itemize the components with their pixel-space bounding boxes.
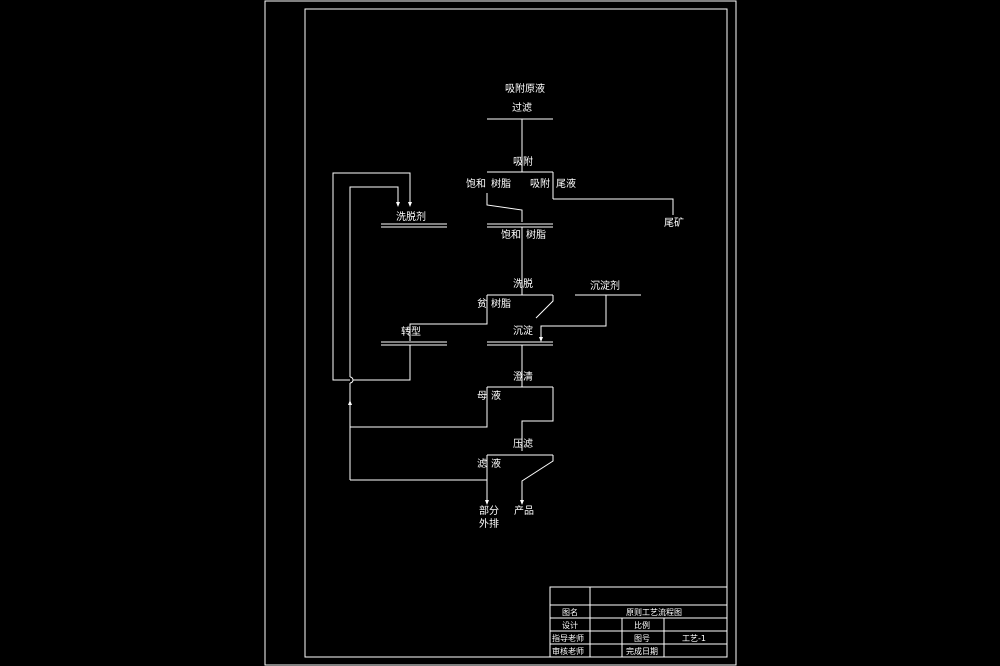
title-block: 图名 原则工艺流程图 设计 比例 指导老师 图号 工艺-1 审核老师 完成日期 [549,586,728,658]
saturated-resin-2-right: 树脂 [526,228,546,241]
adsorption-tail-left: 吸附 [530,177,550,190]
clarify-label: 澄清 [513,370,533,383]
filtrate-right: 液 [491,457,501,470]
drawing-no: 工艺-1 [682,634,706,643]
transform-label: 转型 [401,325,421,338]
date-label: 完成日期 [626,646,658,656]
supervisor-label: 指导老师 [552,633,584,643]
mother-liquor-line [350,387,488,428]
eluent-arrow-1 [396,202,400,207]
recycle-hop [349,376,354,384]
lean-resin-left: 贫 [477,297,487,310]
eluent-arrow-2 [408,202,412,207]
saturated-resin-left: 饱和 [466,178,486,190]
partial-discharge-line1: 部分 [479,504,499,517]
partial-discharge-line2: 外排 [479,517,499,530]
saturated-resin-right: 树脂 [491,177,511,190]
adsorption-tail-right: 尾液 [556,177,576,190]
saturated-resin-2-left: 饱和 [501,229,521,241]
elute-right-edge [535,295,554,319]
tail-to-tailings-line [553,198,674,215]
recycle-loop-outer [332,172,411,381]
clarify-right-edge [521,387,554,451]
precipitant-label: 沉淀剂 [590,279,620,292]
recycle-arrow-up [348,400,352,405]
filtrate-left: 滤 [477,457,487,470]
precipitant-line [540,295,607,340]
adsorb-label: 吸附 [513,155,533,168]
feed-label: 吸附原液 [505,82,545,95]
press-right-edge [521,455,554,503]
product-arrow [520,500,524,505]
drawing-name-label: 图名 [562,607,578,617]
lean-resin-line [409,295,488,341]
precipitant-arrow [539,337,543,342]
transform-return-line [353,345,411,381]
lean-resin-right: 树脂 [491,297,511,310]
elute-label: 洗脱 [513,277,533,290]
saturated-resin-line [486,193,523,222]
mother-liquor-right: 液 [491,389,501,402]
eluent-label: 洗脱剂 [396,210,426,223]
filtrate-recycle-line [350,455,488,481]
inner-border [304,8,728,658]
product-label: 产品 [514,504,534,517]
reviewer-label: 审核老师 [552,646,584,656]
discharge-arrow [485,500,489,505]
mother-liquor-left: 母 [477,390,487,402]
scale-label: 比例 [634,620,650,630]
designer-label: 设计 [562,620,578,630]
tailings-label: 尾矿 [664,216,684,229]
outer-border [264,0,737,666]
press-filter-label: 压滤 [513,437,533,450]
drawing-no-label: 图号 [634,634,650,643]
filter-label: 过滤 [512,101,532,114]
drawing-name: 原则工艺流程图 [626,607,682,617]
recycle-loop-inner [349,186,399,377]
precipitate-label: 沉淀 [513,324,533,337]
